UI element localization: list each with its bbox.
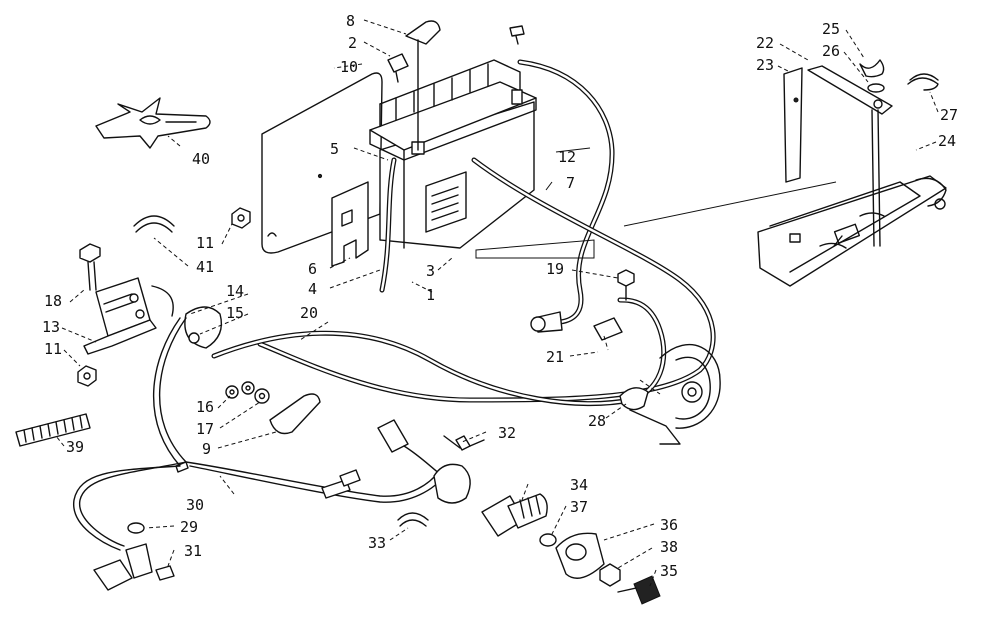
connector-block <box>93 543 153 591</box>
clamp-27 <box>907 73 939 91</box>
nut-11-lower <box>77 365 97 387</box>
terminal-screw-2 <box>387 53 409 83</box>
callout-14: 14 <box>226 282 244 300</box>
vent-tube <box>379 157 397 293</box>
callout-35: 35 <box>660 562 678 580</box>
negative-cable <box>517 59 615 333</box>
callout-31: 31 <box>184 542 202 560</box>
callout-18: 18 <box>44 292 62 310</box>
bracket-21 <box>593 317 623 351</box>
wiring-harness-30 <box>73 285 447 551</box>
callout-19: 19 <box>546 260 564 278</box>
callout-29: 29 <box>180 518 198 536</box>
wing-nut <box>859 59 885 78</box>
callout-4: 4 <box>308 280 317 298</box>
callout-11-lower: 11 <box>44 340 62 358</box>
callout-10: 10 <box>340 58 358 76</box>
washer-37 <box>539 533 557 547</box>
callout-33: 33 <box>368 534 386 552</box>
callout-16: 16 <box>196 398 214 416</box>
diode-32 <box>443 435 485 451</box>
harness-plug <box>377 419 441 475</box>
callout-1: 1 <box>426 286 435 304</box>
callout-26: 26 <box>822 42 840 60</box>
callout-15: 15 <box>226 304 244 322</box>
nut-11-upper <box>231 207 251 229</box>
clamp-28 <box>619 387 649 411</box>
terminal-screw-top <box>509 25 525 45</box>
callout-40: 40 <box>192 150 210 168</box>
connector-29 <box>127 522 145 534</box>
spring-39 <box>15 413 91 447</box>
connector-31 <box>155 565 175 581</box>
clip-33 <box>397 512 429 527</box>
callout-39: 39 <box>66 438 84 456</box>
battery <box>369 59 537 249</box>
bolt-19 <box>617 269 635 301</box>
battery-tray <box>757 175 947 287</box>
hold-down-bar <box>807 65 893 115</box>
nut-15 <box>188 332 200 344</box>
positive-cable <box>257 157 716 403</box>
callout-23: 23 <box>756 56 774 74</box>
callout-37: 37 <box>570 498 588 516</box>
screw-18 <box>79 243 101 291</box>
callout-2: 2 <box>348 34 357 52</box>
ignition-switch <box>433 463 548 537</box>
leader-lines <box>55 19 939 587</box>
key-35 <box>617 575 661 605</box>
callout-13: 13 <box>42 318 60 336</box>
callout-27: 27 <box>940 106 958 124</box>
callout-8: 8 <box>346 12 355 30</box>
starter-solenoid <box>83 277 157 355</box>
decal-logo <box>95 97 211 149</box>
terminal-boot-9 <box>269 393 321 435</box>
callout-9: 9 <box>202 440 211 458</box>
nut-38 <box>599 563 621 587</box>
clip-41 <box>133 215 175 233</box>
callout-11-upper: 11 <box>196 234 214 252</box>
callout-3: 3 <box>426 262 435 280</box>
callout-36: 36 <box>660 516 678 534</box>
washer-17 <box>254 388 270 404</box>
callout-17: 17 <box>196 420 214 438</box>
callout-30: 30 <box>186 496 204 514</box>
hold-down-rod <box>871 109 881 247</box>
washer-26 <box>867 83 885 93</box>
callout-34: 34 <box>570 476 588 494</box>
callout-38: 38 <box>660 538 678 556</box>
cable-20 <box>211 297 667 407</box>
callout-6: 6 <box>308 260 317 278</box>
terminal-boot <box>405 20 441 151</box>
callout-24: 24 <box>938 132 956 150</box>
callout-7: 7 <box>566 174 575 192</box>
callout-22: 22 <box>756 34 774 52</box>
callout-20: 20 <box>300 304 318 322</box>
callout-12: 12 <box>558 148 576 166</box>
hold-down-strap <box>783 67 803 183</box>
nut-16 <box>225 381 255 399</box>
callout-25: 25 <box>822 20 840 38</box>
bezel-36 <box>555 532 605 579</box>
callout-5: 5 <box>330 140 339 158</box>
callout-41: 41 <box>196 258 214 276</box>
callout-28: 28 <box>588 412 606 430</box>
battery-bracket <box>331 181 369 267</box>
harness-terminal <box>321 469 361 499</box>
callout-32: 32 <box>498 424 516 442</box>
callout-21: 21 <box>546 348 564 366</box>
engine-starter <box>629 343 721 445</box>
callout-labels: 8 2 10 40 5 12 7 22 23 25 26 27 24 11 41… <box>42 12 958 580</box>
